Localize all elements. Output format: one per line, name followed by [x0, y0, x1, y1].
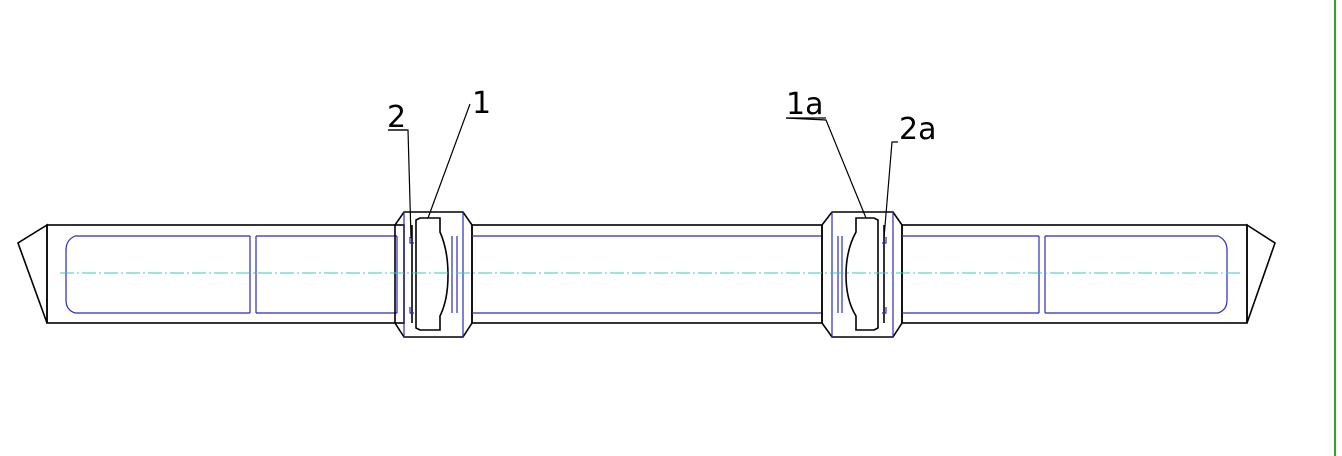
left-collar-inner	[403, 212, 464, 337]
left-tip	[17, 223, 48, 324]
middle-shaft	[471, 224, 823, 324]
right-collar-inner	[831, 212, 894, 337]
middle-inner-lines	[472, 235, 822, 314]
right-shaft	[901, 224, 1248, 324]
label-part-2: 2	[387, 100, 406, 135]
left-shaft	[46, 224, 405, 324]
leader-lines	[388, 103, 898, 239]
right-tip	[1246, 223, 1276, 324]
label-part-1a: 1a	[786, 87, 823, 122]
label-part-1: 1	[472, 86, 491, 121]
right-collar	[821, 211, 903, 338]
right-inner-lines	[902, 235, 1228, 314]
left-inner-lines	[65, 235, 398, 314]
left-collar	[394, 211, 473, 338]
label-part-2a: 2a	[899, 112, 936, 147]
